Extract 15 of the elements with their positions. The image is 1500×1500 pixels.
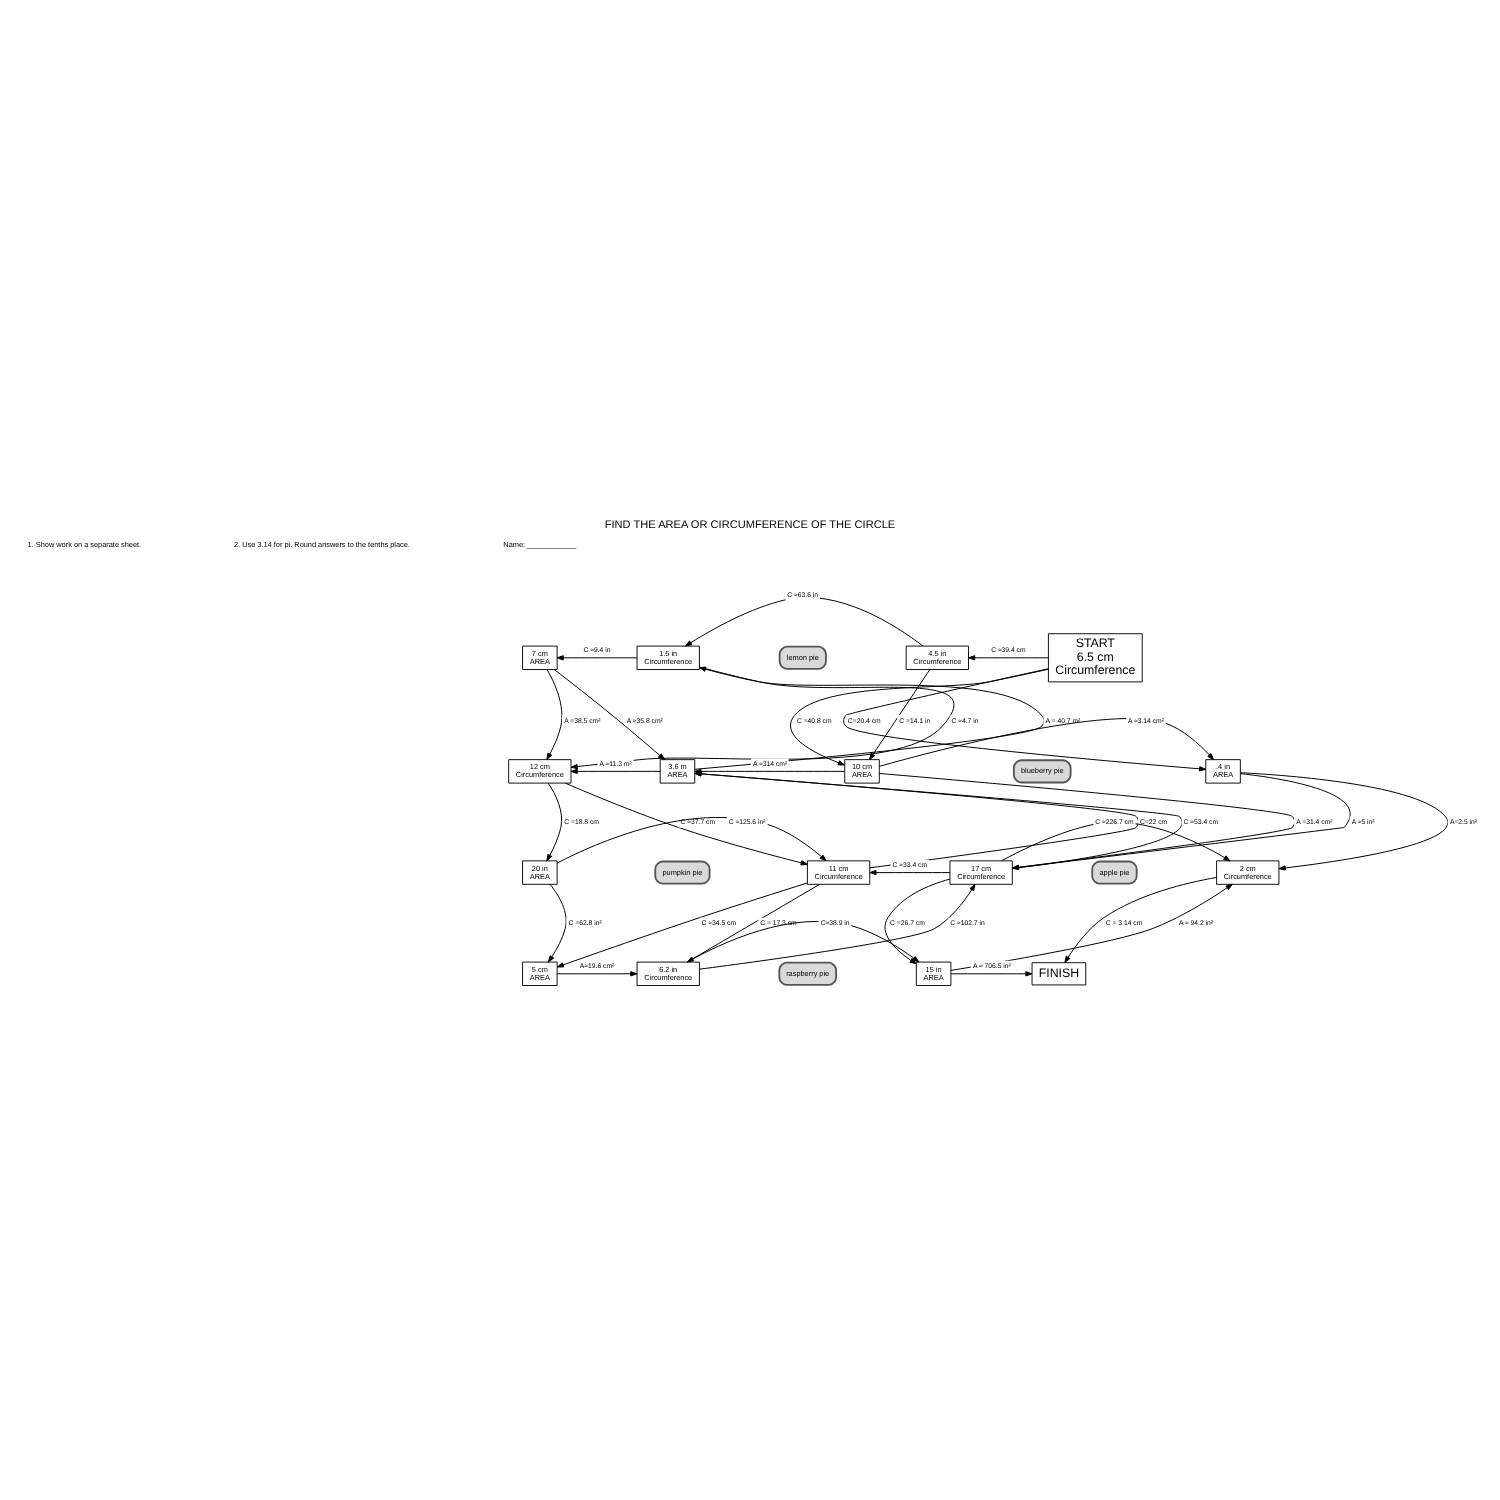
- arrow: [546, 781, 563, 861]
- arrow: [556, 881, 808, 967]
- arrow: [547, 883, 567, 962]
- arrow: [685, 596, 924, 646]
- arrow: [556, 654, 638, 660]
- arrow: [968, 654, 1049, 660]
- arrow: [570, 767, 661, 774]
- arrow: [546, 668, 563, 760]
- arrow: [789, 667, 1049, 765]
- arrow: [950, 970, 1033, 976]
- arrow: [1240, 771, 1449, 870]
- arrow: [1001, 820, 1231, 861]
- arrow: [878, 717, 1215, 766]
- arrow: [869, 868, 951, 875]
- arrow: [556, 970, 638, 976]
